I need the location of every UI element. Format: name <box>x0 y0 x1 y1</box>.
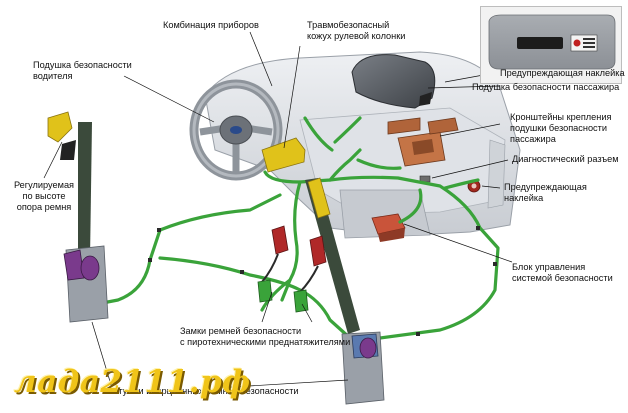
label-steering-column-cover: Травмобезопасный кожух рулевой колонки <box>307 20 405 42</box>
driver-seat-belt <box>48 112 108 322</box>
label-passenger-airbag-brackets: Кронштейны крепления подушки безопасност… <box>510 112 611 145</box>
label-driver-airbag: Подушка безопасности водителя <box>33 60 132 82</box>
label-passenger-airbag: Подушка безопасности пассажира <box>472 82 619 93</box>
label-adjustable-anchor: Регулируемая по высоте опора ремня <box>8 180 80 213</box>
site-watermark: лада2111.рф <box>14 364 251 400</box>
label-instrument-cluster: Комбинация приборов <box>163 20 259 31</box>
safety-control-unit <box>372 214 405 242</box>
label-warning-sticker-top: Предупреждающая наклейка <box>500 68 625 79</box>
label-safety-control-unit: Блок управления системой безопасности <box>512 262 613 284</box>
label-warning-sticker-side: Предупреждающая наклейка <box>504 182 628 204</box>
label-belt-buckles: Замки ремней безопасности с пиротехничес… <box>180 326 350 348</box>
label-diagnostic-connector: Диагностический разъем <box>512 154 619 165</box>
